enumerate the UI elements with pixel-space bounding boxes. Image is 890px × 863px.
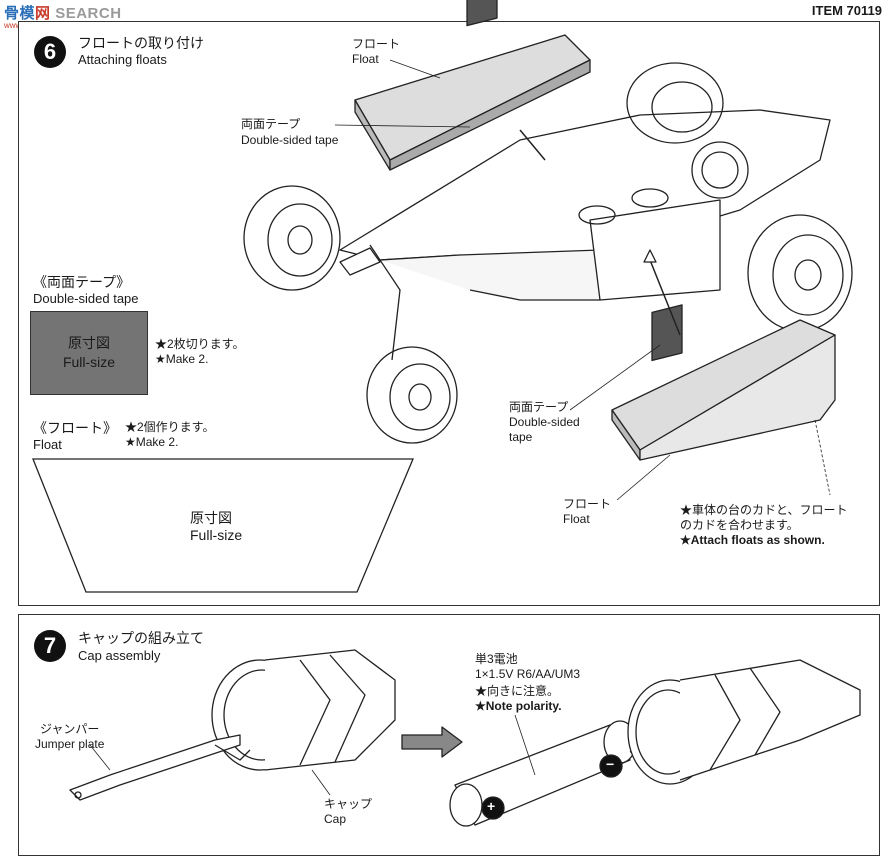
battery-minus-symbol: − xyxy=(606,756,615,772)
step6-title-jp: フロートの取り付け xyxy=(78,35,204,51)
step6-number-badge: 6 xyxy=(34,36,66,68)
battery-label-jp: 単3電池 xyxy=(475,652,518,666)
float-box-label-jp: 原寸図 xyxy=(190,510,232,526)
tape-note-en: ★Make 2. xyxy=(155,352,209,366)
attach-note-jp-line1: ★車体の台のカドと、フロート xyxy=(680,503,848,517)
float-section-title-jp: 《フロート》 xyxy=(33,420,117,436)
tape-box-label-jp: 原寸図 xyxy=(68,335,110,351)
battery-spec: 1×1.5V R6/AA/UM3 xyxy=(475,667,581,681)
watermark-logo: 骨模网 SEARCH xyxy=(4,5,122,22)
float-box-label-en: Full-size xyxy=(190,527,243,543)
tape-note-jp: ★2枚切ります。 xyxy=(155,337,245,351)
tape-template-fullsize: 原寸図 Full-size xyxy=(30,311,148,395)
cap-label-en: Cap xyxy=(324,812,347,826)
float-note-en: ★Make 2. xyxy=(125,435,179,449)
tape-section-title-en: Double-sided tape xyxy=(33,291,139,306)
polarity-note-en: ★Note polarity. xyxy=(475,699,562,713)
step7-title-en: Cap assembly xyxy=(78,648,161,663)
item-number: ITEM 70119 xyxy=(811,3,882,18)
float-section-title-en: Float xyxy=(33,437,62,452)
battery-plus-symbol: + xyxy=(487,798,496,814)
cap-label-jp: キャップ xyxy=(324,797,373,811)
tape-box-label-en: Full-size xyxy=(62,354,116,370)
step7-title-jp: キャップの組み立て xyxy=(78,630,204,646)
step7-number-badge: 7 xyxy=(34,630,66,662)
tape-mid-label-en1: Double-sided xyxy=(509,415,580,429)
tape-top-label-en: Double-sided tape xyxy=(241,133,339,147)
polarity-note-jp: ★向きに注意。 xyxy=(475,684,560,698)
float-top-label-en: Float xyxy=(352,52,379,66)
tape-top-label-jp: 両面テープ xyxy=(241,117,301,131)
tape-section-title-jp: 《両面テープ》 xyxy=(33,274,131,290)
float-bottom-label-jp: フロート xyxy=(563,497,612,511)
attach-note-jp-line2: のカドを合わせます。 xyxy=(680,518,799,532)
float-top-label-jp: フロート xyxy=(352,37,401,51)
attach-note-en: ★Attach floats as shown. xyxy=(680,533,825,547)
float-note-jp: ★2個作ります。 xyxy=(125,420,215,434)
float-bottom-label-en: Float xyxy=(563,512,590,526)
step6-title-en: Attaching floats xyxy=(78,52,167,67)
jumper-label-en: Jumper plate xyxy=(35,737,105,751)
jumper-label-jp: ジャンパー xyxy=(40,722,100,736)
tape-mid-label-en2: tape xyxy=(509,430,533,444)
tape-mid-label-jp: 両面テープ xyxy=(509,400,569,414)
